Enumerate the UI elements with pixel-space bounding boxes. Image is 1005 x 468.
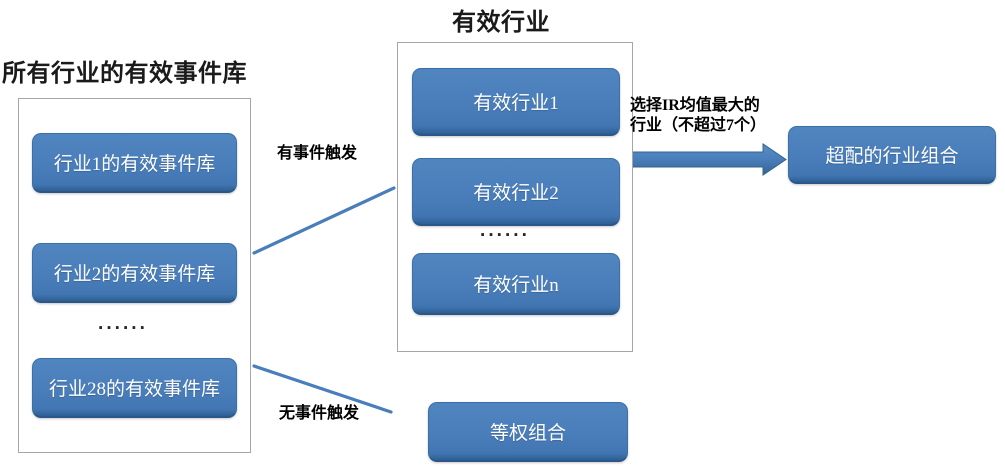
- mid-group-ellipsis: ······: [480, 225, 530, 246]
- connector-select-ir-arrow: [627, 143, 787, 176]
- node-industry-2-event-library[interactable]: 行业2的有效事件库: [32, 243, 237, 303]
- node-valid-industry-n[interactable]: 有效行业n: [412, 253, 620, 315]
- node-industry-1-event-library[interactable]: 行业1的有效事件库: [32, 133, 237, 193]
- connector-has-event: [252, 186, 396, 255]
- node-equal-weight-portfolio[interactable]: 等权组合: [428, 402, 628, 462]
- left-group-ellipsis: ······: [98, 318, 148, 339]
- edge-label-select-ir: 选择IR均值最大的 行业（不超过7个）: [630, 96, 766, 136]
- node-valid-industry-2[interactable]: 有效行业2: [412, 158, 620, 226]
- edge-label-select-ir-line2: 行业（不超过7个）: [630, 117, 767, 134]
- mid-group-title: 有效行业: [452, 10, 550, 36]
- node-overweight-industry-portfolio[interactable]: 超配的行业组合: [788, 126, 996, 184]
- edge-label-no-event: 无事件触发: [279, 405, 360, 422]
- edge-label-select-ir-line1: 选择IR均值最大的: [630, 97, 760, 114]
- node-valid-industry-1[interactable]: 有效行业1: [412, 68, 620, 136]
- left-group-title: 所有行业的有效事件库: [2, 61, 247, 87]
- node-industry-28-event-library[interactable]: 行业28的有效事件库: [32, 358, 237, 418]
- edge-label-has-event: 有事件触发: [277, 145, 358, 162]
